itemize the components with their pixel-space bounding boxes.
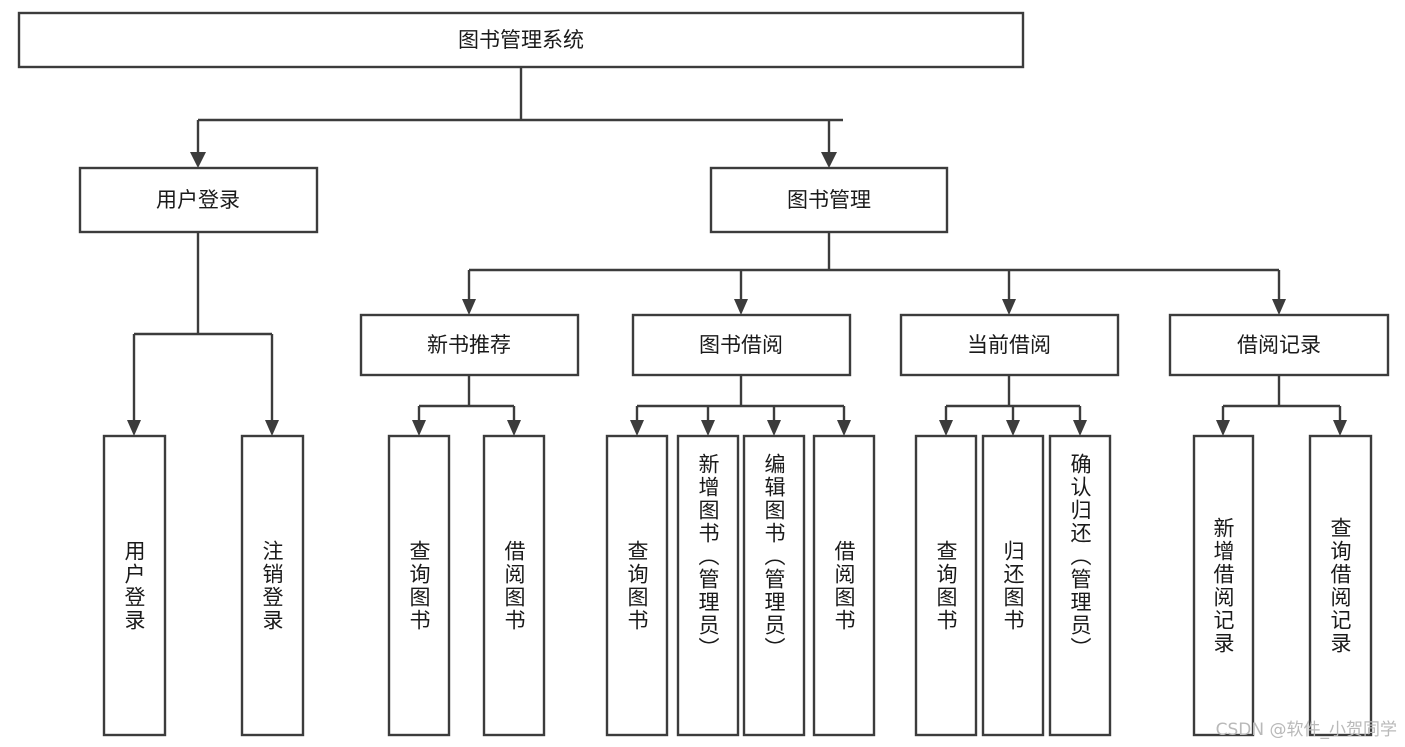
node-leaf-edit-book-admin-label: 编辑图书（管理员） bbox=[762, 453, 786, 660]
arrowhead-book-management bbox=[821, 152, 837, 168]
arrowhead-borrow-record bbox=[1272, 299, 1286, 315]
arrowhead-leaf-query-borrow-record bbox=[1333, 420, 1347, 436]
node-current-borrow[interactable]: 当前借阅 bbox=[899, 313, 1120, 377]
node-leaf-user-login-label: 用户登录 bbox=[122, 540, 146, 632]
node-new-book-recommend-label: 新书推荐 bbox=[427, 333, 511, 357]
arrowhead-current-borrow bbox=[1002, 299, 1016, 315]
node-leaf-return-book[interactable]: 归还图书 bbox=[981, 434, 1045, 737]
node-leaf-user-logout-box[interactable] bbox=[240, 434, 305, 737]
node-leaf-confirm-return-admin-label: 确认归还（管理员） bbox=[1068, 453, 1092, 660]
node-book-borrow-label: 图书借阅 bbox=[699, 333, 783, 357]
arrowhead-leaf-edit-book-admin bbox=[767, 420, 781, 436]
node-borrow-record-label: 借阅记录 bbox=[1237, 333, 1321, 357]
node-user-login-box[interactable] bbox=[78, 166, 319, 234]
node-book-borrow-box[interactable] bbox=[631, 313, 852, 377]
node-leaf-borrow-book[interactable]: 借阅图书 bbox=[812, 434, 876, 737]
node-leaf-return-book-label: 归还图书 bbox=[1001, 540, 1025, 632]
node-new-book-recommend-box[interactable] bbox=[359, 313, 580, 377]
node-leaf-add-borrow-record[interactable]: 新增借阅记录 bbox=[1192, 434, 1255, 737]
node-leaf-query-borrow-record-label: 查询借阅记录 bbox=[1328, 517, 1352, 655]
arrowhead-leaf-query-book-rec bbox=[412, 420, 426, 436]
node-leaf-query-book-borrow[interactable]: 查询图书 bbox=[605, 434, 669, 737]
arrowhead-leaf-confirm-return-admin bbox=[1073, 420, 1087, 436]
arrowhead-leaf-borrow-book bbox=[837, 420, 851, 436]
node-user-login-label: 用户登录 bbox=[156, 188, 240, 212]
node-leaf-query-borrow-record[interactable]: 查询借阅记录 bbox=[1308, 434, 1373, 737]
node-leaf-borrow-book-box[interactable] bbox=[812, 434, 876, 737]
connector-layer bbox=[127, 67, 1347, 436]
node-leaf-edit-book-admin[interactable]: 编辑图书（管理员） bbox=[742, 434, 806, 737]
node-leaf-query-book-borrow-label: 查询图书 bbox=[625, 540, 649, 632]
node-leaf-query-book-rec[interactable]: 查询图书 bbox=[387, 434, 451, 737]
node-leaf-query-book-borrow-box[interactable] bbox=[605, 434, 669, 737]
node-leaf-user-logout-label: 注销登录 bbox=[260, 540, 284, 632]
node-root[interactable]: 图书管理系统 bbox=[17, 11, 1025, 69]
arrowhead-leaf-user-logout bbox=[265, 420, 279, 436]
node-book-management-label: 图书管理 bbox=[787, 188, 871, 212]
node-leaf-add-borrow-record-box[interactable] bbox=[1192, 434, 1255, 737]
arrowhead-leaf-query-book-borrow bbox=[630, 420, 644, 436]
node-user-login[interactable]: 用户登录 bbox=[78, 166, 319, 234]
node-current-borrow-label: 当前借阅 bbox=[967, 333, 1051, 357]
node-leaf-user-login[interactable]: 用户登录 bbox=[102, 434, 167, 737]
node-leaf-borrow-book-rec-label: 借阅图书 bbox=[502, 540, 526, 632]
arrowhead-new-book-recommend bbox=[462, 299, 476, 315]
arrowhead-leaf-user-login bbox=[127, 420, 141, 436]
node-leaf-add-book-admin-label: 新增图书（管理员） bbox=[696, 453, 720, 660]
node-book-management[interactable]: 图书管理 bbox=[709, 166, 949, 234]
arrowhead-user-login bbox=[190, 152, 206, 168]
node-borrow-record[interactable]: 借阅记录 bbox=[1168, 313, 1390, 377]
node-leaf-query-book-current[interactable]: 查询图书 bbox=[914, 434, 978, 737]
node-leaf-confirm-return-admin-box[interactable] bbox=[1048, 434, 1112, 737]
arrowhead-book-borrow bbox=[734, 299, 748, 315]
node-root-box[interactable] bbox=[17, 11, 1025, 69]
node-leaf-return-book-box[interactable] bbox=[981, 434, 1045, 737]
node-leaf-borrow-book-rec[interactable]: 借阅图书 bbox=[482, 434, 546, 737]
node-leaf-add-borrow-record-label: 新增借阅记录 bbox=[1211, 517, 1235, 655]
node-leaf-add-book-admin-box[interactable] bbox=[676, 434, 740, 737]
node-leaf-user-logout[interactable]: 注销登录 bbox=[240, 434, 305, 737]
arrowhead-leaf-return-book bbox=[1006, 420, 1020, 436]
node-leaf-confirm-return-admin[interactable]: 确认归还（管理员） bbox=[1048, 434, 1112, 737]
node-leaf-query-book-rec-box[interactable] bbox=[387, 434, 451, 737]
node-leaf-query-borrow-record-box[interactable] bbox=[1308, 434, 1373, 737]
node-current-borrow-box[interactable] bbox=[899, 313, 1120, 377]
node-leaf-query-book-current-label: 查询图书 bbox=[934, 540, 958, 632]
node-leaf-add-book-admin[interactable]: 新增图书（管理员） bbox=[676, 434, 740, 737]
node-root-label: 图书管理系统 bbox=[458, 28, 584, 52]
node-leaf-query-book-rec-label: 查询图书 bbox=[407, 540, 431, 632]
node-leaf-borrow-book-label: 借阅图书 bbox=[832, 540, 856, 632]
arrowhead-leaf-add-book-admin bbox=[701, 420, 715, 436]
node-leaf-query-book-current-box[interactable] bbox=[914, 434, 978, 737]
node-book-borrow[interactable]: 图书借阅 bbox=[631, 313, 852, 377]
node-leaf-user-login-box[interactable] bbox=[102, 434, 167, 737]
node-leaf-borrow-book-rec-box[interactable] bbox=[482, 434, 546, 737]
node-book-management-box[interactable] bbox=[709, 166, 949, 234]
node-new-book-recommend[interactable]: 新书推荐 bbox=[359, 313, 580, 377]
node-leaf-edit-book-admin-box[interactable] bbox=[742, 434, 806, 737]
node-borrow-record-box[interactable] bbox=[1168, 313, 1390, 377]
arrowhead-leaf-borrow-book-rec bbox=[507, 420, 521, 436]
arrowhead-leaf-add-borrow-record bbox=[1216, 420, 1230, 436]
arrowhead-leaf-query-book-current bbox=[939, 420, 953, 436]
